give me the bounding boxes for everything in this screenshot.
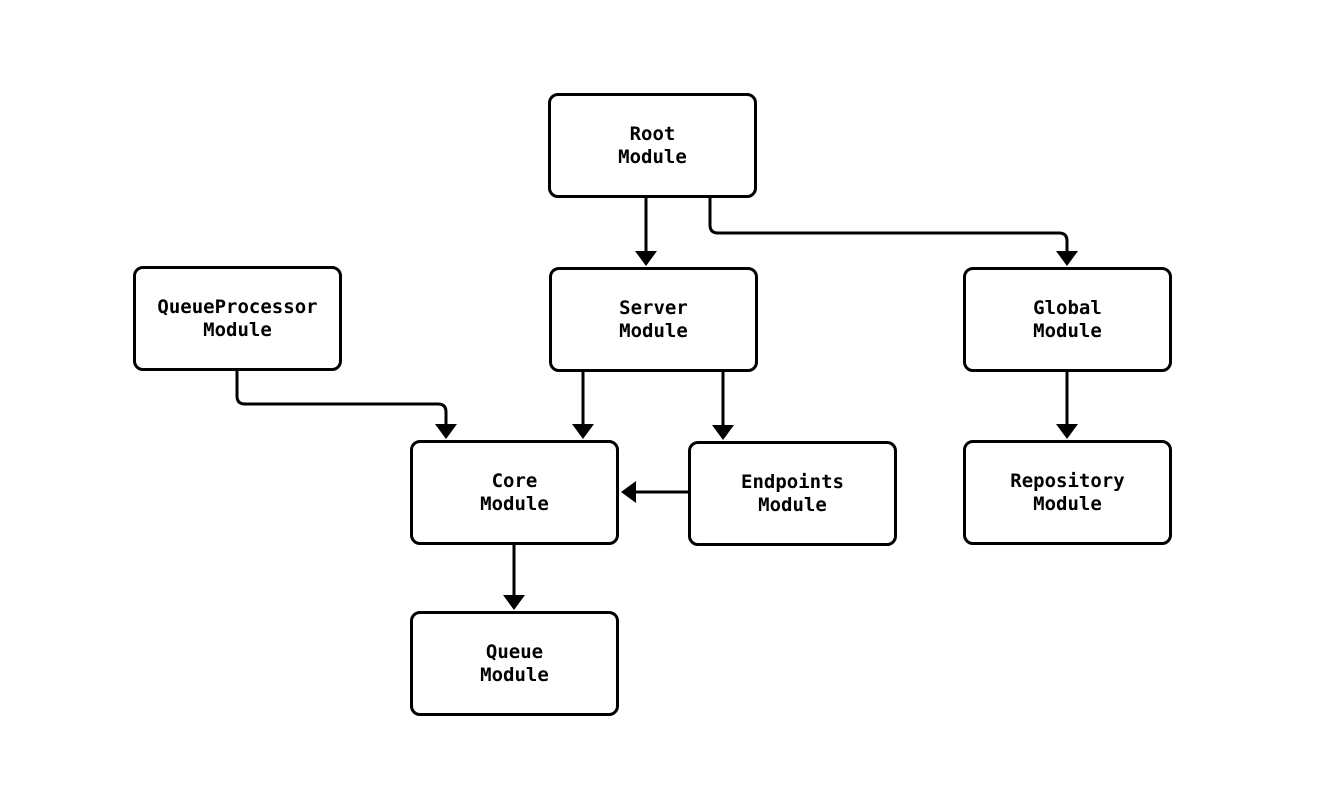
node-global-module-label-line1: Global xyxy=(1033,296,1102,319)
node-server-module-label-line1: Server xyxy=(619,296,688,319)
node-queueprocessor-module: QueueProcessor Module xyxy=(133,266,342,371)
node-server-module: Server Module xyxy=(549,267,758,372)
node-server-module-label-line2: Module xyxy=(619,319,688,342)
node-global-module: Global Module xyxy=(963,267,1172,372)
node-core-module: Core Module xyxy=(410,440,619,545)
node-queue-module-label-line2: Module xyxy=(480,663,549,686)
node-queueprocessor-module-label-line2: Module xyxy=(203,318,272,341)
node-repository-module-label-line1: Repository xyxy=(1010,469,1125,492)
node-core-module-label-line1: Core xyxy=(491,469,538,492)
node-root-module: Root Module xyxy=(548,93,757,198)
edge-core-queue-arrowhead xyxy=(503,595,525,610)
node-root-module-label-line2: Module xyxy=(618,145,687,168)
node-repository-module: Repository Module xyxy=(963,440,1172,545)
edge-root-global-arrowhead xyxy=(1056,251,1078,266)
node-queueprocessor-module-label-line1: QueueProcessor xyxy=(157,295,318,318)
node-repository-module-label-line2: Module xyxy=(1033,492,1102,515)
node-core-module-label-line2: Module xyxy=(480,492,549,515)
node-endpoints-module: Endpoints Module xyxy=(688,441,897,546)
node-endpoints-module-label-line2: Module xyxy=(758,493,827,516)
edge-root-global xyxy=(708,198,1069,253)
edge-global-repository-arrowhead xyxy=(1056,424,1078,439)
edge-server-core-arrowhead xyxy=(572,424,594,439)
node-endpoints-module-label-line1: Endpoints xyxy=(741,470,844,493)
edge-root-server-arrowhead xyxy=(635,251,657,266)
node-root-module-label-line1: Root xyxy=(629,122,676,145)
node-global-module-label-line2: Module xyxy=(1033,319,1102,342)
edge-server-endpoints-arrowhead xyxy=(712,425,734,440)
edge-endpoints-core-arrowhead xyxy=(621,481,636,503)
edge-queueprocessor-core xyxy=(235,371,448,426)
node-queue-module-label-line1: Queue xyxy=(485,640,544,663)
node-queue-module: Queue Module xyxy=(410,611,619,716)
edge-queueprocessor-core-arrowhead xyxy=(435,424,457,439)
